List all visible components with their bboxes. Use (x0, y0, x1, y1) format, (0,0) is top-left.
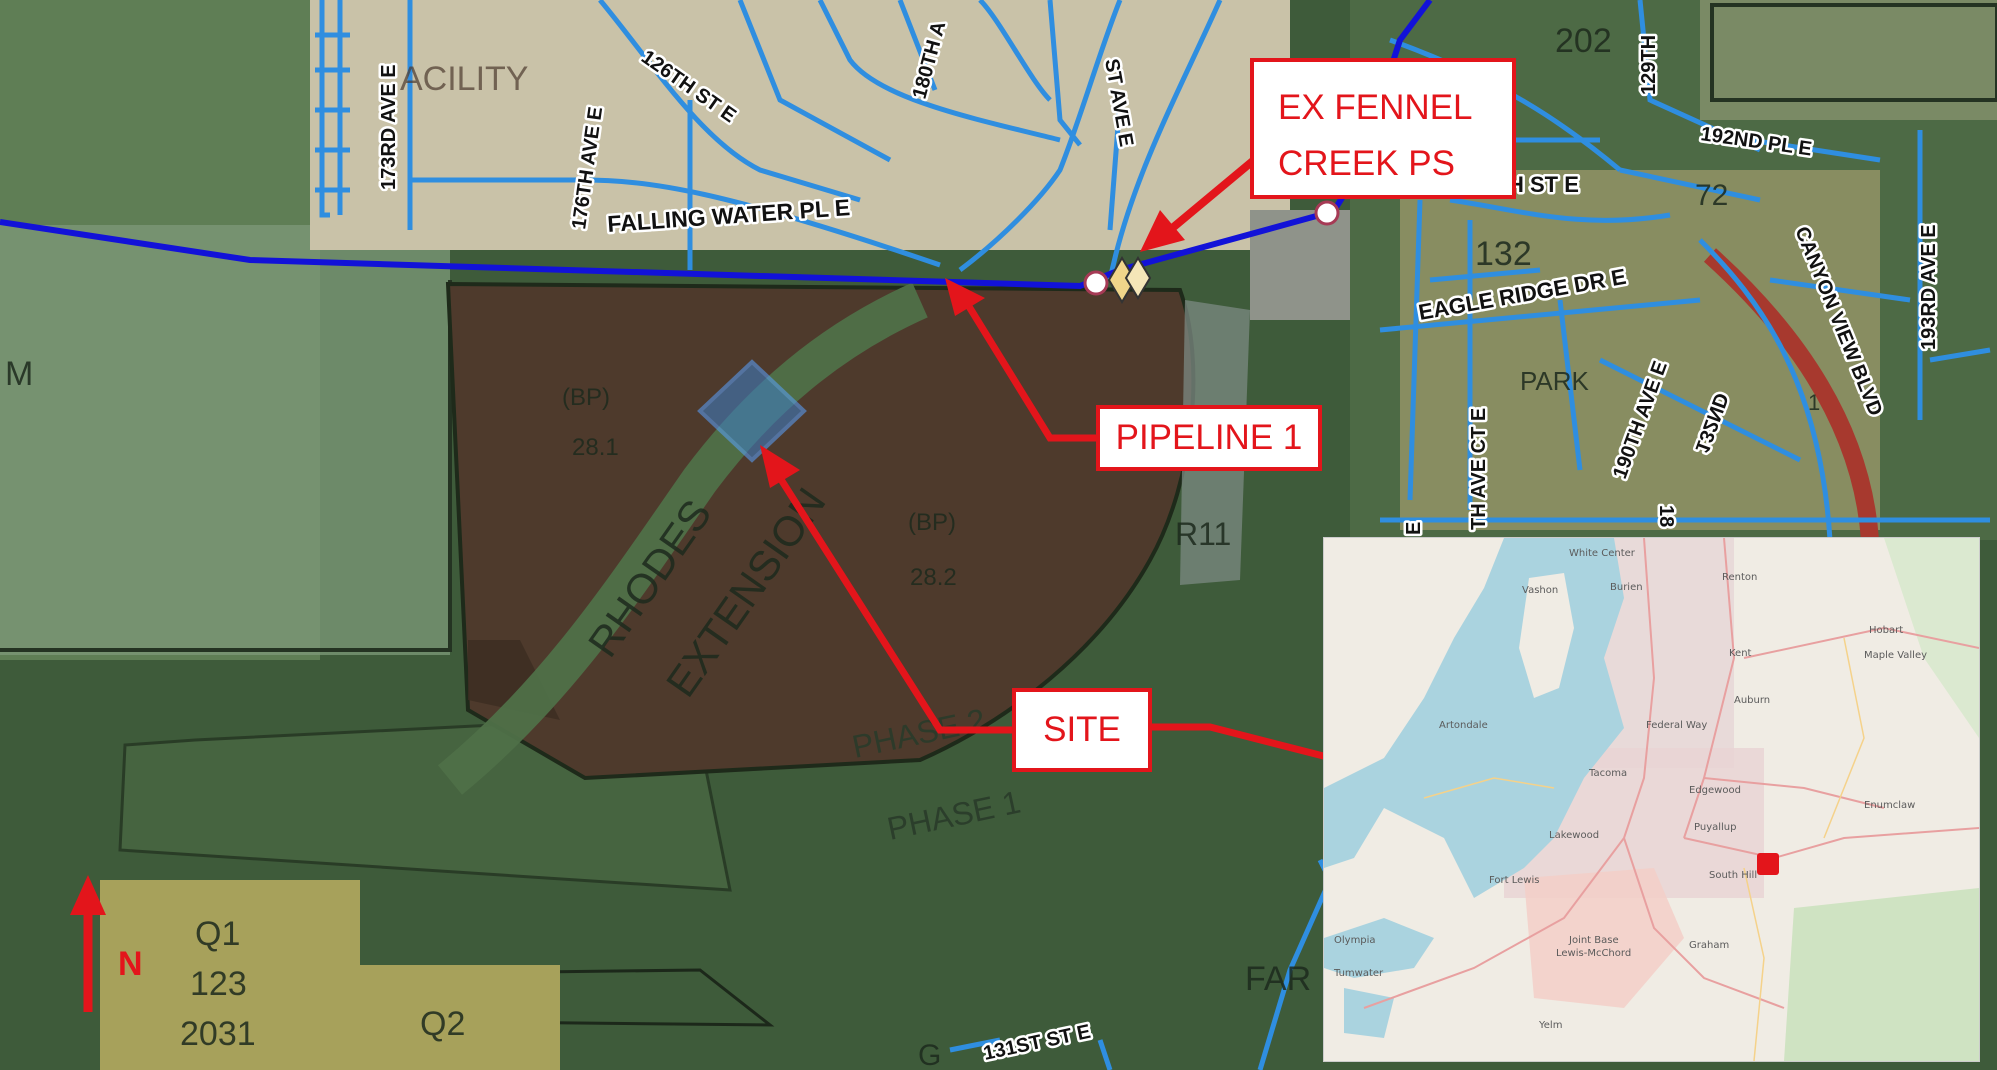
inset-city-renton: Renton (1722, 572, 1757, 583)
north-arrow-icon (70, 875, 106, 1012)
street-173rd-ave-e: 173RD AVE E (378, 64, 400, 190)
inset-inlet-south (1344, 988, 1394, 1038)
inset-site-marker[interactable] (1757, 853, 1779, 875)
street-129th: 129TH (1638, 35, 1660, 95)
inset-city-south-hill: South Hill (1709, 870, 1757, 881)
inset-city-burien: Burien (1610, 582, 1643, 593)
inset-jblm (1524, 868, 1684, 1008)
inset-city-tumwater: Tumwater (1333, 968, 1384, 979)
inset-city-maple-valley: Maple Valley (1864, 650, 1927, 661)
site-arrow (760, 445, 1012, 734)
west-parcel-outline (0, 280, 452, 652)
clearing-gray (1250, 210, 1350, 320)
pipeline-1-callout[interactable]: PIPELINE 1 (1096, 405, 1322, 471)
rhodes-extension-corridor[interactable] (437, 282, 928, 795)
pump-station-marker-east[interactable] (1314, 200, 1340, 226)
inset-roads (1363, 538, 1979, 1009)
northeast-parcel-outline (1710, 3, 1997, 102)
inset-city-tacoma: Tacoma (1588, 768, 1627, 779)
inset-forest-se (1784, 888, 1979, 1061)
inset-city-lakewood: Lakewood (1549, 830, 1599, 841)
street-e: E (1403, 522, 1425, 535)
inset-city-lewis-mcchord: Lewis-McChord (1556, 948, 1631, 959)
q1-parcel[interactable] (100, 880, 360, 1070)
blue-parcel-square[interactable] (697, 359, 807, 463)
r11-label: R11 (1175, 516, 1231, 552)
far-label: FAR (1245, 960, 1311, 998)
zone-132: 132 (1475, 235, 1532, 273)
inset-city-puyallup: Puyallup (1694, 822, 1736, 833)
fennel-line-2: CREEK PS (1278, 144, 1455, 183)
inset-inlet-west (1324, 918, 1434, 978)
inset-city-fort-lewis: Fort Lewis (1489, 875, 1539, 886)
ex-fennel-creek-ps-callout[interactable]: EX FENNEL CREEK PS (1250, 58, 1516, 199)
inset-minor-roads (1423, 637, 1865, 1061)
west-parcel (0, 225, 450, 655)
inset-city-edgewood: Edgewood (1689, 785, 1741, 796)
m-label: M (5, 355, 33, 393)
inset-city-enumclaw: Enumclaw (1864, 800, 1915, 811)
fennel-creek-ps-diamond-2 (1124, 256, 1152, 300)
inset-city-joint-base: Joint Base (1568, 935, 1619, 946)
fennel-line-1: EX FENNEL (1278, 88, 1473, 127)
inset-city-yelm: Yelm (1538, 1020, 1562, 1031)
q1-number: 123 (190, 965, 247, 1003)
q2-label: Q2 (420, 1005, 465, 1043)
street-h-st-e: H ST E (1508, 172, 1579, 197)
inset-city-kent: Kent (1729, 648, 1752, 659)
development-area (310, 0, 1290, 250)
zone-72: 72 (1695, 179, 1728, 212)
inset-city-white-center: White Center (1569, 548, 1636, 559)
street-193rd-ave-e: 193RD AVE E (1918, 224, 1940, 350)
pipeline-arrow (945, 278, 1096, 442)
q2-parcel[interactable] (360, 965, 560, 1070)
park-label: PARK (1520, 366, 1590, 396)
inset-city-vashon: Vashon (1522, 585, 1558, 596)
inset-city-hobart: Hobart (1869, 625, 1903, 636)
inset-city-artondale: Artondale (1439, 720, 1488, 731)
lot-1-label: 1 (1808, 390, 1820, 415)
site-callout[interactable]: SITE (1012, 688, 1152, 772)
inset-city-graham: Graham (1689, 940, 1729, 951)
street-18: 18 (1655, 505, 1677, 527)
street-th-ave-ct-e: TH AVE CT E (1468, 408, 1490, 530)
inset-vashon-island (1519, 573, 1574, 698)
north-label: N (118, 945, 143, 983)
bp-28-2-code: (BP) (908, 509, 956, 536)
inset-city-auburn: Auburn (1734, 695, 1770, 706)
pump-station-marker-left[interactable] (1083, 270, 1109, 296)
bp-28-1-code: (BP) (562, 384, 610, 411)
bp-28-1-number: 28.1 (572, 434, 619, 461)
inset-city-federal-way: Federal Way (1646, 720, 1707, 731)
q1-year: 2031 (180, 1015, 256, 1053)
q1-label: Q1 (195, 915, 240, 953)
g-label: G (918, 1039, 941, 1070)
inset-city-olympia: Olympia (1334, 935, 1376, 946)
acility-label: ACILITY (400, 60, 528, 98)
bp-28-2-number: 28.2 (910, 564, 957, 591)
regional-inset-map[interactable]: White Center Vashon Burien Renton Kent H… (1323, 537, 1980, 1062)
zone-202: 202 (1555, 22, 1612, 60)
